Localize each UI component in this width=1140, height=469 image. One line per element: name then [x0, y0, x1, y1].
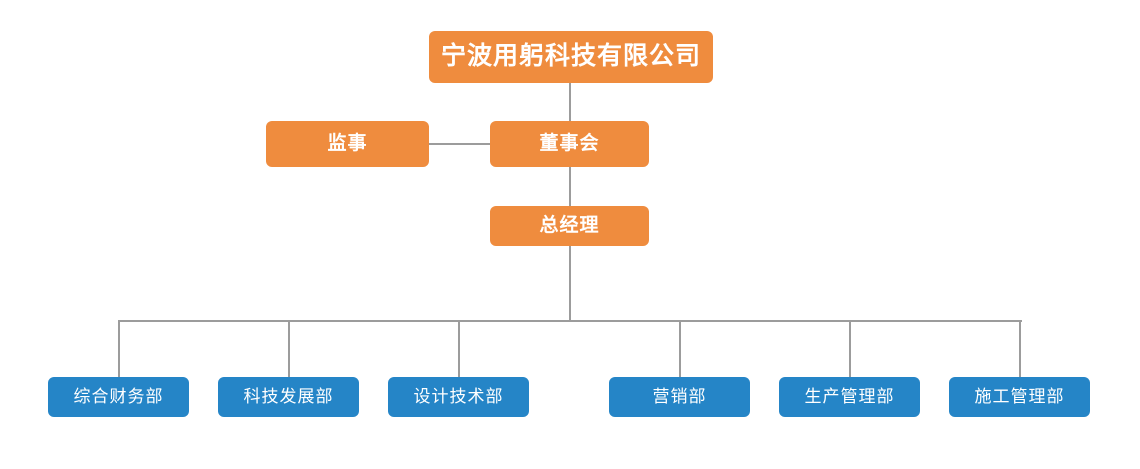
connector-drop-dept-construction	[1019, 320, 1021, 377]
connector-drop-dept-finance	[118, 320, 120, 377]
connector-board-to-manager	[569, 167, 571, 206]
node-dept-finance[interactable]: 综合财务部	[48, 377, 189, 417]
node-dept-production-label: 生产管理部	[804, 386, 895, 406]
node-dept-production[interactable]: 生产管理部	[779, 377, 920, 417]
connector-drop-dept-marketing	[679, 320, 681, 377]
node-general-manager[interactable]: 总经理	[490, 206, 649, 246]
connector-drop-dept-design	[458, 320, 460, 377]
node-dept-design[interactable]: 设计技术部	[388, 377, 529, 417]
node-dept-construction-label: 施工管理部	[974, 386, 1065, 406]
node-dept-design-label: 设计技术部	[413, 386, 504, 406]
node-dept-tech-dev-label: 科技发展部	[243, 386, 334, 406]
node-company-label: 宁波用躬科技有限公司	[440, 42, 701, 71]
node-dept-finance-label: 综合财务部	[73, 386, 164, 406]
node-supervisor[interactable]: 监事	[266, 121, 429, 167]
node-dept-construction[interactable]: 施工管理部	[949, 377, 1090, 417]
node-dept-marketing[interactable]: 营销部	[609, 377, 750, 417]
connector-department-bus	[118, 320, 1022, 322]
connector-manager-to-bus	[569, 246, 571, 321]
node-board-label: 董事会	[539, 132, 600, 154]
connector-board-to-supervisor	[429, 143, 490, 145]
connector-drop-dept-tech-dev	[288, 320, 290, 377]
node-general-manager-label: 总经理	[539, 214, 600, 236]
node-board[interactable]: 董事会	[490, 121, 649, 167]
node-dept-marketing-label: 营销部	[652, 386, 707, 406]
node-dept-tech-dev[interactable]: 科技发展部	[218, 377, 359, 417]
node-company[interactable]: 宁波用躬科技有限公司	[429, 31, 713, 83]
connector-drop-dept-production	[849, 320, 851, 377]
connector-company-to-board	[569, 83, 571, 121]
node-supervisor-label: 监事	[327, 132, 368, 154]
